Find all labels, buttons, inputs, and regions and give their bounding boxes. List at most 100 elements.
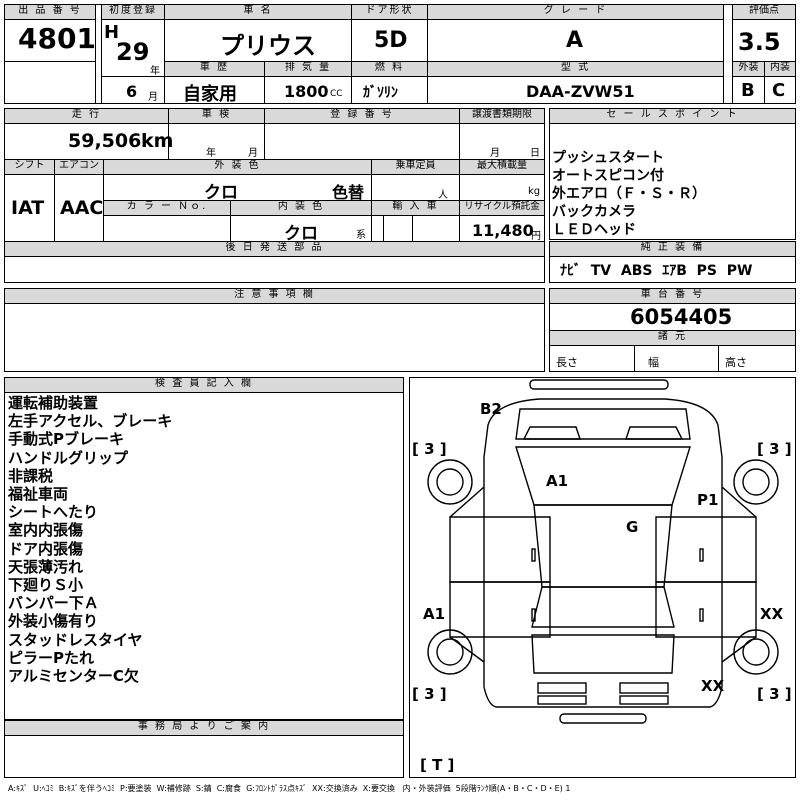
inspector-note: 室内内張傷 <box>8 521 84 540</box>
first-reg-month: 6 <box>126 82 138 101</box>
displacement-value: 1800 <box>284 82 329 101</box>
import-label: 輸 入 車 <box>371 200 460 216</box>
grade-value: A <box>566 28 584 53</box>
sales-points-box <box>549 108 796 240</box>
history-label: 車 歴 <box>164 61 265 77</box>
inspector-note: 天張薄汚れ <box>8 557 84 576</box>
equipment-cell <box>549 256 796 283</box>
door-handle <box>531 548 536 562</box>
equipment-label: 純 正 装 備 <box>549 241 796 257</box>
car-name: プリウス <box>220 32 316 60</box>
windshield-outline <box>515 446 691 506</box>
notes-label: 注 意 事 項 欄 <box>4 288 545 304</box>
ext-color-value: クロ <box>204 183 238 203</box>
chassis-label: 車 台 番 号 <box>549 288 796 304</box>
damage-diagram-box <box>409 377 796 778</box>
shift-label: シフト <box>4 159 55 175</box>
length-label: 長さ <box>556 356 578 369</box>
damage-mark: G <box>626 518 638 536</box>
damage-mark: A1 <box>546 472 568 490</box>
inspector-note: 運転補助装置 <box>8 394 99 412</box>
hood-outline <box>515 408 691 440</box>
top-section <box>4 4 796 104</box>
grade-label: グ レ ー ド <box>427 4 724 20</box>
fuel-label: 燃 料 <box>351 61 428 77</box>
car-body-outline <box>483 398 723 708</box>
color-change: 色替 <box>332 183 365 202</box>
import-divider <box>383 215 413 242</box>
score-label: 評価点 <box>732 4 796 20</box>
inspector-box <box>4 377 404 720</box>
sales-points-list: プッシュスタート オートスピコン付 外エアロ（Ｆ・Ｓ・Ｒ） バックカメラ ＬＥＤ… <box>552 149 706 239</box>
right-front-door <box>655 516 757 583</box>
dims-label: 諸 元 <box>549 330 796 346</box>
damage-mark: XX <box>760 605 784 623</box>
score-value: 3.5 <box>738 28 781 56</box>
left-rear-door <box>449 581 551 638</box>
inspector-notes: 運転補助装置 左手アクセル、ブレーキ 手動式Pブレーキ ハンドルグリップ 非課税… <box>8 394 172 685</box>
tire-front-right <box>733 459 779 505</box>
legend: A:ｷｽﾞ U:ﾍｺﾐ B:ｷｽﾞを伴うﾍｺﾐ P:要塗装 W:補修跡 S:錆 … <box>8 784 571 793</box>
sales-point: ＬＥＤヘッド <box>552 222 636 238</box>
lot-number: 4801 <box>18 22 96 55</box>
inspection-label: 車 検 <box>168 108 265 124</box>
capacity-unit: 人 <box>438 190 448 201</box>
mileage-value: 59,506 <box>68 130 142 152</box>
tire-rear-right <box>733 629 779 675</box>
history-value: 自家用 <box>183 84 237 105</box>
trunk-outline <box>531 634 675 674</box>
sales-points-label: セ ー ル ス ポ イ ン ト <box>549 108 796 124</box>
transfer-month: 月 <box>490 148 500 159</box>
right-pillars <box>721 486 757 663</box>
inspector-note: シートへたり <box>8 503 99 522</box>
trunk-mark: [ T ] <box>420 756 454 774</box>
inspection-month-unit: 月 <box>248 148 258 159</box>
door-label: ドア形状 <box>351 4 428 20</box>
color-no-label: カ ラ ー Ｎｏ. <box>103 200 231 216</box>
mileage-unit: km <box>141 130 174 152</box>
damage-mark: A1 <box>423 605 445 623</box>
rear-light-left <box>537 682 587 694</box>
ac-value: AAC <box>60 197 104 219</box>
inspector-note: アルミセンターC欠 <box>8 667 139 686</box>
inspector-note: ドア内張傷 <box>8 539 84 558</box>
max-load-unit: kg <box>528 186 541 197</box>
equipment-value: ﾅﾋﾞ TV ABS ｴｱB PS PW <box>560 263 753 279</box>
reg-no-cell <box>264 123 460 160</box>
tire-tread-mark: [ 3 ] <box>757 685 792 703</box>
int-color-value: クロ <box>284 224 318 244</box>
inspector-note: 下廻りＳ小 <box>8 576 84 595</box>
lot-blank <box>4 61 96 104</box>
model-value: DAA-ZVW51 <box>526 82 635 101</box>
front-bumper-top-outline <box>529 379 669 390</box>
rear-bumper-left <box>537 695 587 705</box>
month-unit: 月 <box>148 92 158 103</box>
later-parts-label: 後 日 発 送 部 品 <box>4 241 545 257</box>
width-label: 幅 <box>648 356 659 369</box>
capacity-label: 乗車定員 <box>371 159 460 175</box>
first-reg-year: 29 <box>116 38 150 66</box>
displacement-unit: CC <box>330 89 343 99</box>
right-rear-door <box>655 581 757 638</box>
int-color-label: 内 装 色 <box>230 200 372 216</box>
height-cell <box>718 345 796 372</box>
sales-point: オートスピコン付 <box>552 168 664 184</box>
damage-mark: XX <box>701 677 725 695</box>
height-label: 高さ <box>725 356 747 369</box>
inspector-note: スタッドレスタイヤ <box>8 630 143 649</box>
sales-point: プッシュスタート <box>552 150 664 166</box>
inspector-note: 外装小傷有り <box>8 612 99 631</box>
tire-rear-left <box>427 629 473 675</box>
ac-label: エアコン <box>54 159 104 175</box>
car-name-label: 車 名 <box>164 4 352 20</box>
interior-label: 内装 <box>764 61 796 77</box>
model-label: 型 式 <box>427 61 724 77</box>
sales-point: バックカメラ <box>552 204 636 220</box>
chassis-number: 6054405 <box>630 305 733 329</box>
inspector-note: 福祉車両 <box>8 485 69 504</box>
interior-cell <box>764 76 796 104</box>
inspector-label: 検 査 員 記 入 欄 <box>4 377 404 393</box>
rear-bumper-bottom-outline <box>559 713 647 724</box>
rear-glass-outline <box>531 586 675 628</box>
recycle-label: リサイクル預託金 <box>459 200 545 216</box>
